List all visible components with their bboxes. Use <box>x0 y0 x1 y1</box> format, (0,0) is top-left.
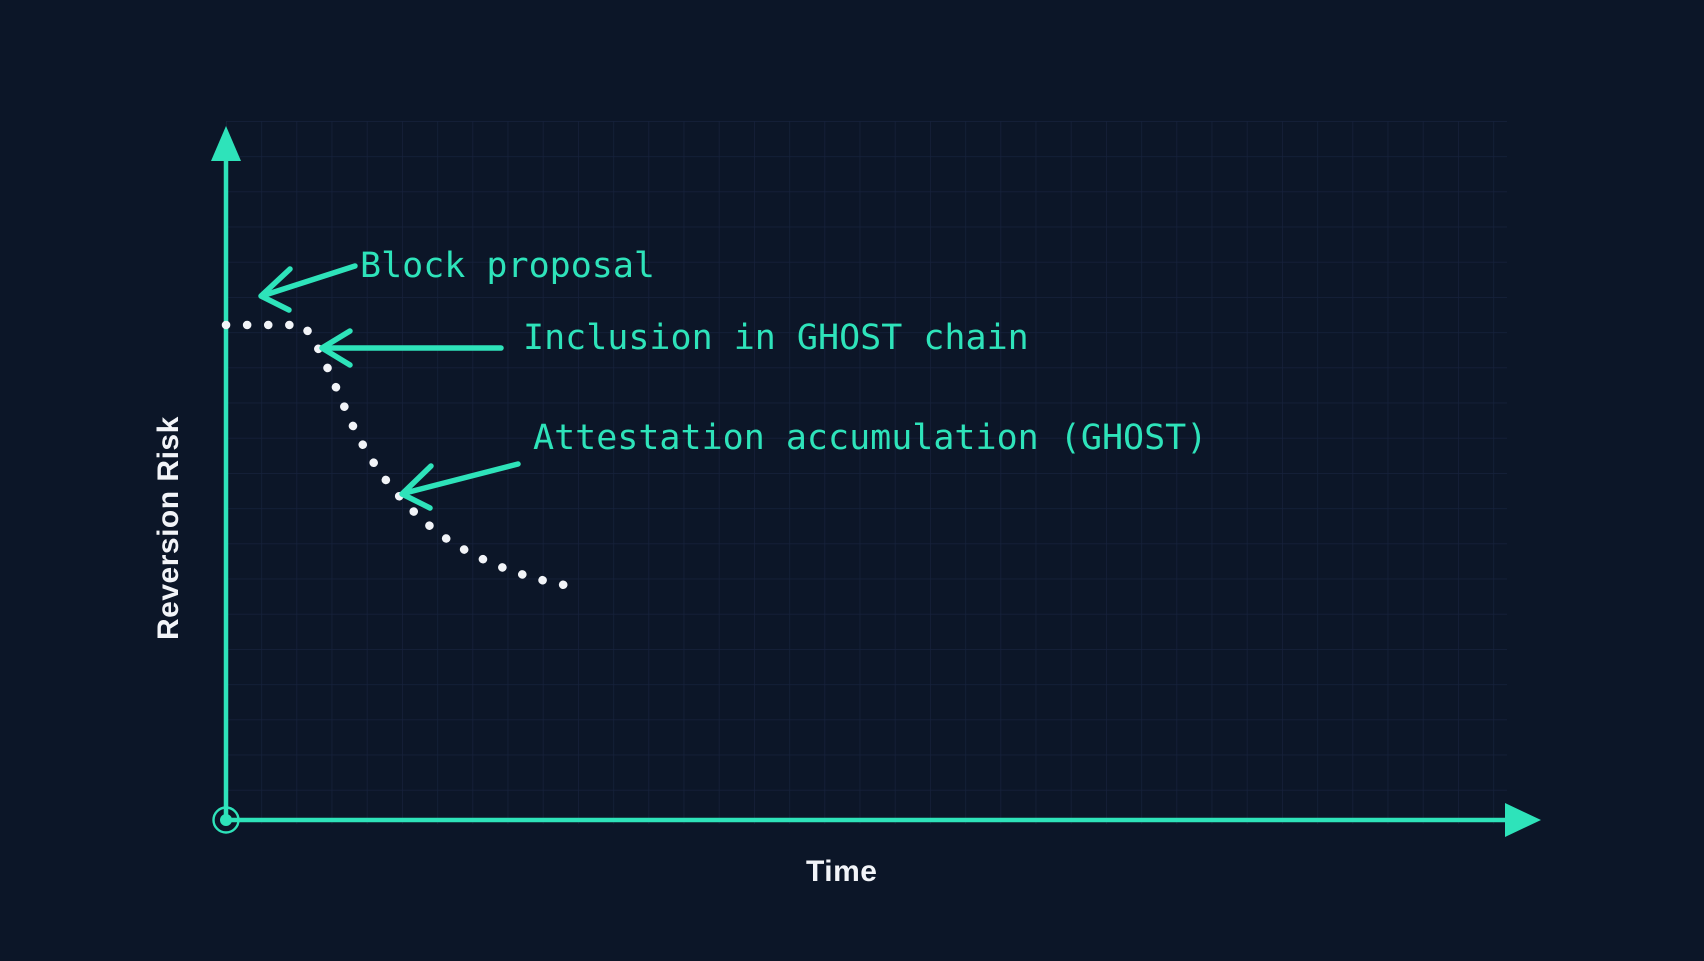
annotation-label-block-proposal: Block proposal <box>360 246 656 286</box>
annotation-arrow-attestation <box>399 461 521 511</box>
annotation-label-attestation: Attestation accumulation (GHOST) <box>533 418 1208 458</box>
x-axis-arrowhead <box>1505 803 1541 837</box>
annotation-arrow-block-proposal <box>258 263 358 313</box>
annotation-arrow-inclusion <box>319 328 504 368</box>
origin-ring-icon <box>212 806 240 834</box>
plot-grid <box>226 121 1507 824</box>
annotation-label-inclusion: Inclusion in GHOST chain <box>523 318 1029 358</box>
x-axis-title: Time <box>806 855 878 888</box>
reversion-risk-curve <box>221 320 588 593</box>
y-axis-arrowhead <box>211 126 241 161</box>
origin-dot-icon <box>220 814 232 826</box>
y-axis-title: Reversion Risk <box>152 416 185 640</box>
